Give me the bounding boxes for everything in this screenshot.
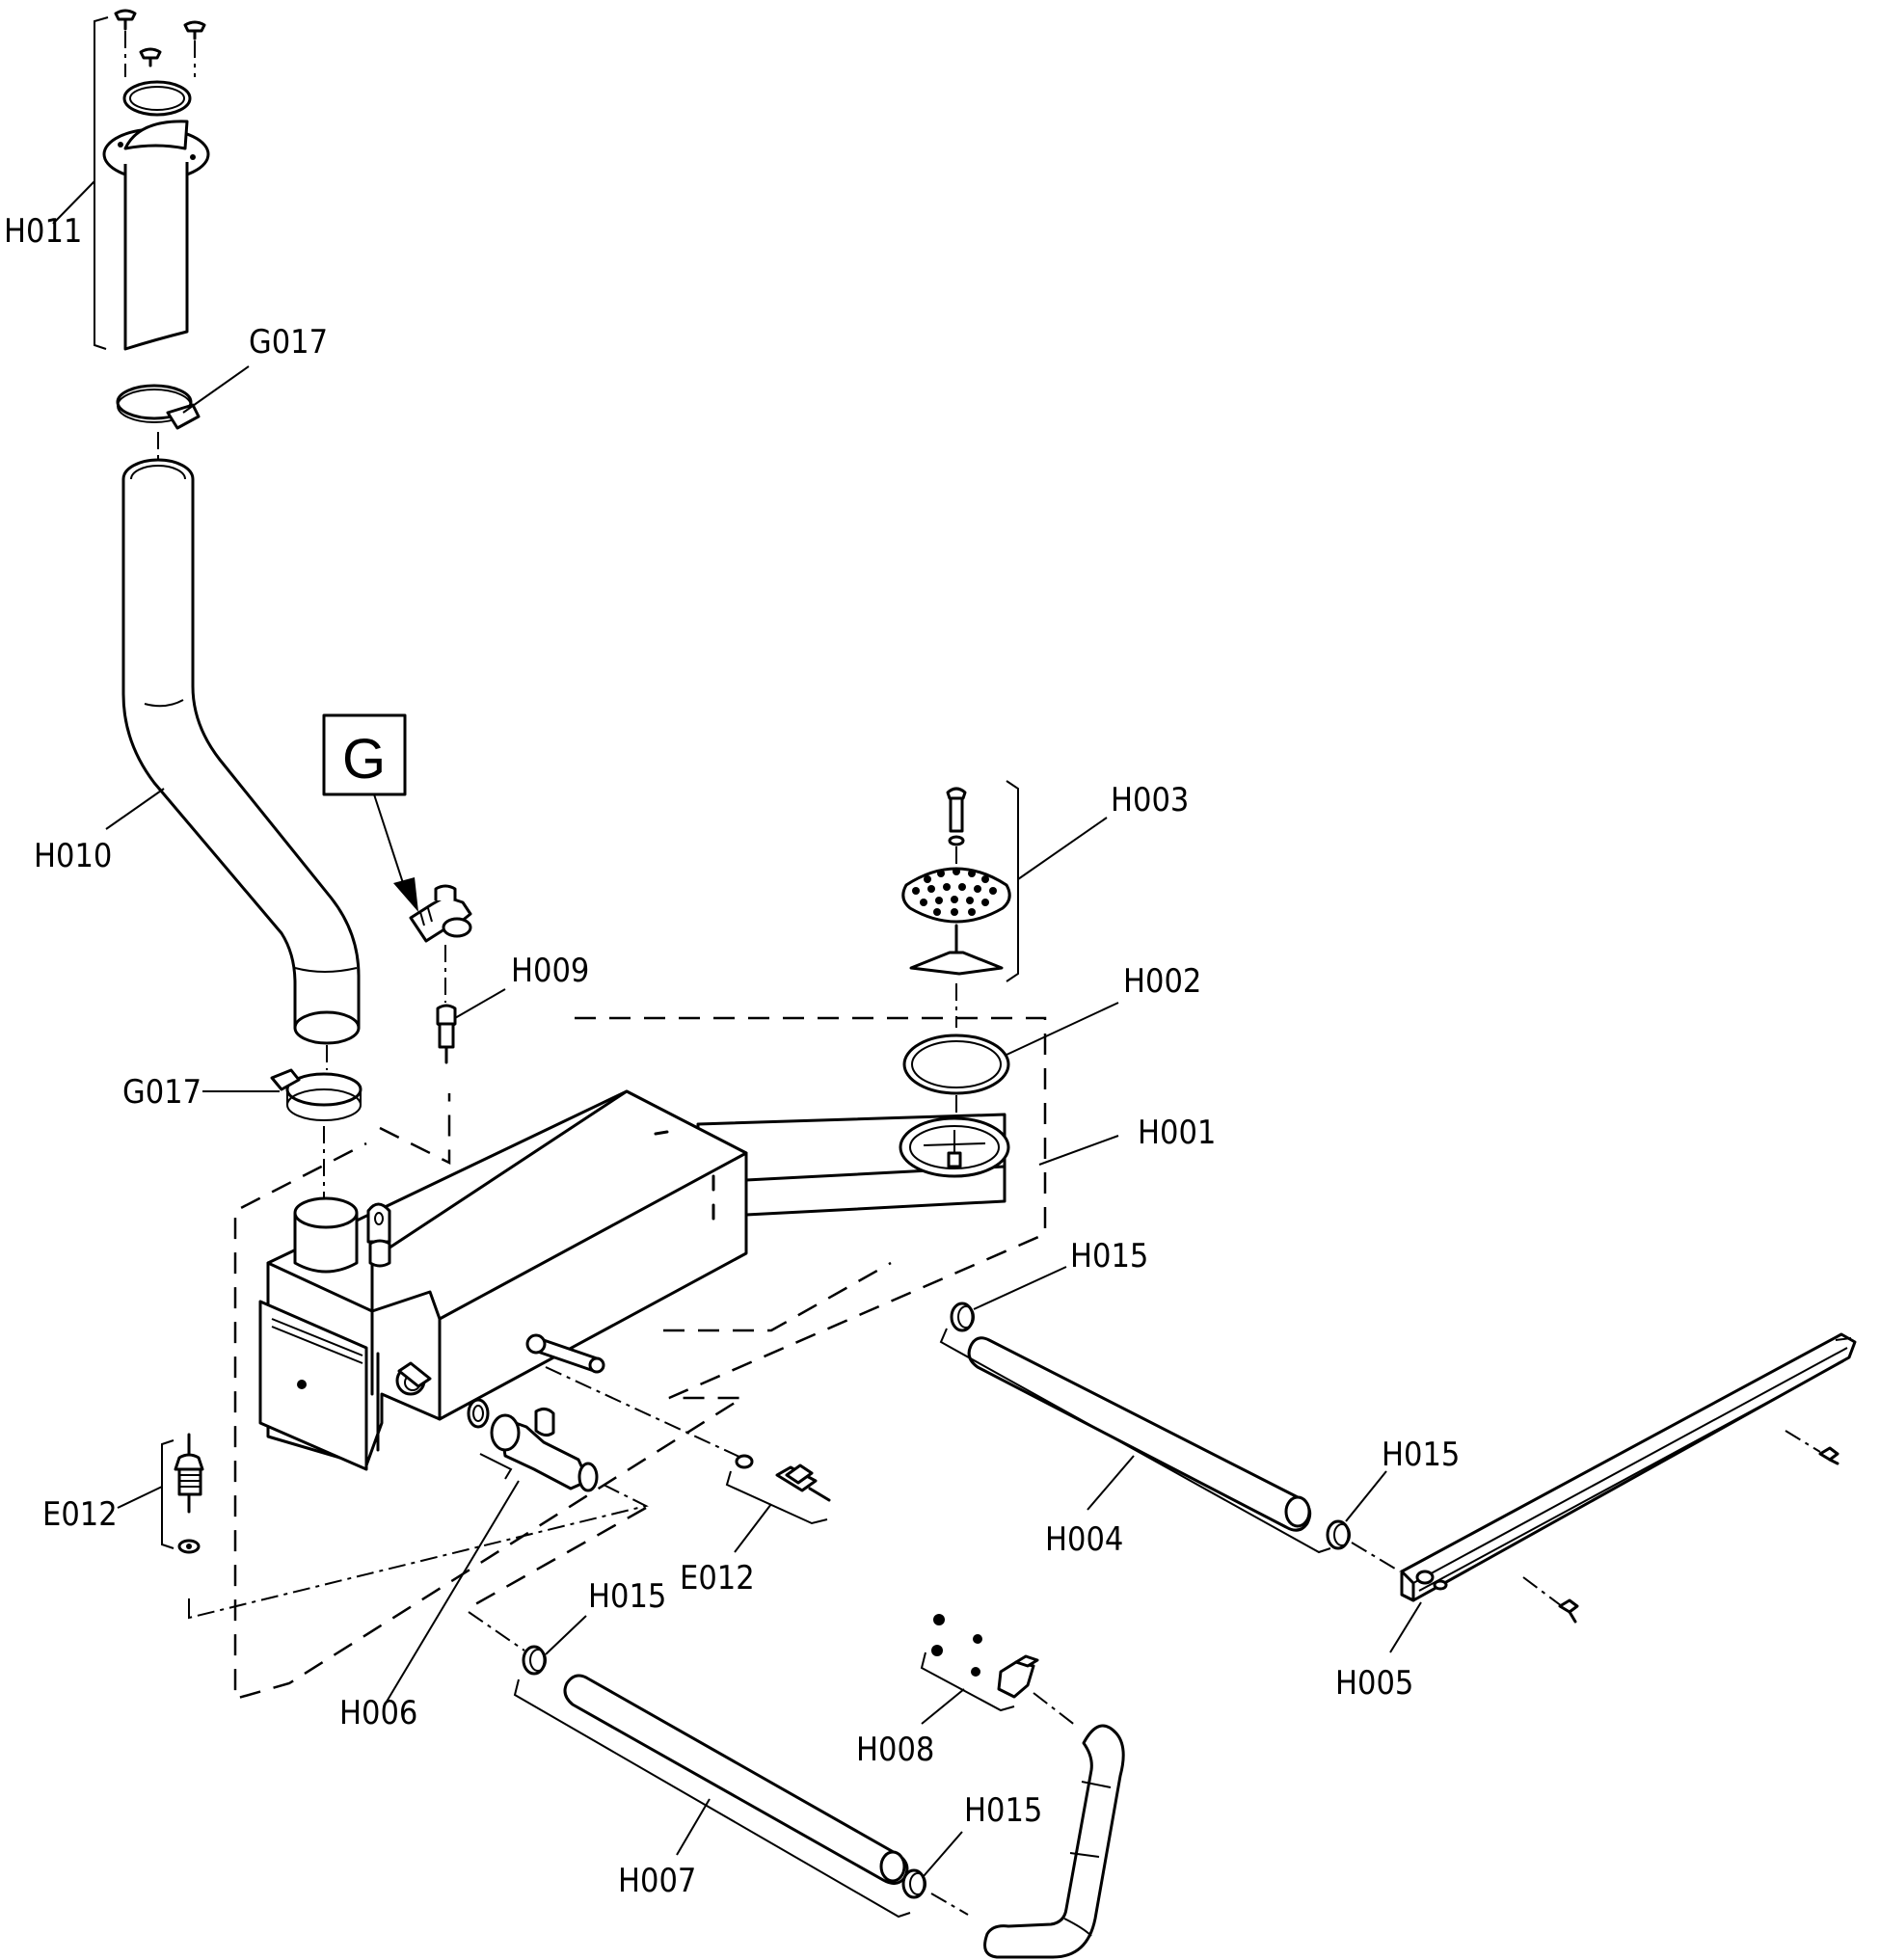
label-g017-bottom: G017 <box>122 1073 201 1112</box>
part-h004-hose <box>939 1328 1331 1554</box>
part-g017-clamp-top <box>116 365 250 430</box>
label-e012-left: E012 <box>42 1495 118 1534</box>
label-h015-b: H015 <box>1382 1436 1460 1474</box>
section-code-g: G <box>342 728 386 791</box>
label-h006: H006 <box>339 1694 417 1732</box>
part-h011-flange-pipe <box>52 9 210 351</box>
part-e012-sensor-right <box>545 1366 831 1553</box>
label-h010: H010 <box>34 837 112 875</box>
strainer-holes <box>912 868 997 916</box>
part-elbow-fitting <box>409 884 472 943</box>
assembly-boundary <box>233 1016 1047 1701</box>
part-h015-clamp-d <box>901 1831 963 1899</box>
label-h007: H007 <box>618 1862 696 1900</box>
part-e012-sensor-left <box>117 1433 204 1554</box>
sub-boundary <box>663 1261 892 1332</box>
label-h003: H003 <box>1111 781 1189 819</box>
label-h001: H001 <box>1138 1114 1216 1152</box>
part-h005-tray <box>1389 1332 1857 1653</box>
label-h008: H008 <box>856 1731 934 1769</box>
part-h001-tank <box>258 1089 1119 1471</box>
assembly-boundary-inner <box>379 1093 451 1166</box>
part-h015-clamp-a <box>950 1266 1067 1332</box>
label-g017-top: G017 <box>249 323 328 362</box>
part-h009-plug <box>436 988 506 1064</box>
part-h007-hose <box>513 1674 911 1919</box>
part-g017-clamp-bottom <box>202 1068 362 1121</box>
label-h004: H004 <box>1045 1520 1123 1559</box>
label-e012-right: E012 <box>680 1559 755 1598</box>
part-h010-bent-pipe <box>105 458 361 1045</box>
section-marker-g: G <box>322 713 418 912</box>
label-h009: H009 <box>511 952 589 990</box>
part-h006-valve <box>383 1398 599 1707</box>
screw-icon <box>1558 1446 1839 1624</box>
h006-center-line <box>188 1484 649 1620</box>
screw-icon <box>114 9 206 67</box>
part-h015-clamp-b <box>1326 1470 1387 1550</box>
label-h011: H011 <box>4 212 82 251</box>
label-h015-c: H015 <box>588 1577 666 1616</box>
part-h002-gasket <box>902 1002 1119 1095</box>
part-h003-strainer <box>901 780 1108 982</box>
label-h005: H005 <box>1335 1664 1413 1703</box>
part-h015-clamp-c <box>522 1615 587 1676</box>
part-h008-bracket <box>920 1614 1039 1725</box>
label-h015-a: H015 <box>1070 1237 1148 1275</box>
part-bent-hose <box>983 1724 1125 1959</box>
label-h015-d: H015 <box>964 1791 1042 1830</box>
label-h002: H002 <box>1123 962 1201 1001</box>
